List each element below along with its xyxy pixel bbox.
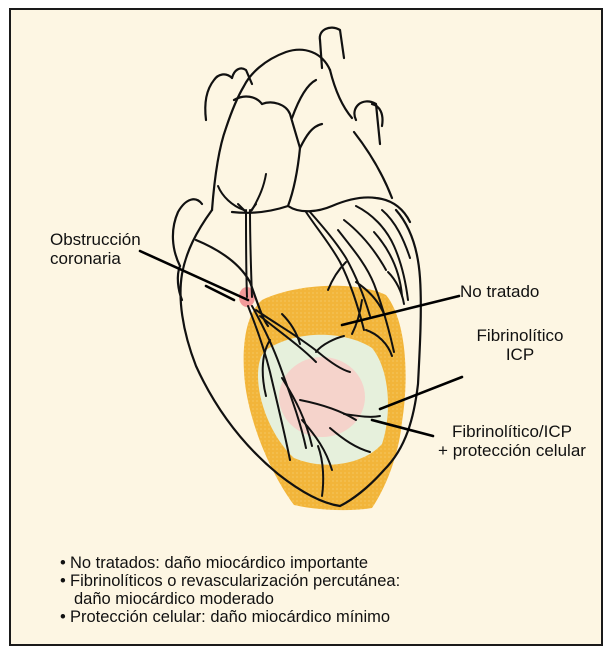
fibrinolytic-label-line2: ICP bbox=[460, 345, 580, 364]
list-item-continuation: daño miocárdico moderado bbox=[60, 590, 400, 608]
obstruction-label-line2: coronaria bbox=[50, 249, 141, 268]
fibrinolytic-label-line1: Fibrinolítico bbox=[460, 326, 580, 345]
protection-label-line1: Fibrinolítico/ICP bbox=[424, 422, 600, 441]
note-untreated: No tratados: daño miocárdico importante bbox=[70, 554, 368, 572]
list-item: • Fibrinolíticos o revascularización per… bbox=[60, 572, 400, 590]
bullet-mark: • bbox=[60, 554, 70, 572]
protection-label-line2: + protección celular bbox=[424, 441, 600, 460]
fibrinolytic-label: Fibrinolítico ICP bbox=[460, 326, 580, 364]
obstruction-label-line1: Obstrucción bbox=[50, 230, 141, 249]
list-item: • Protección celular: daño miocárdico mí… bbox=[60, 608, 400, 626]
note-protection: Protección celular: daño miocárdico míni… bbox=[70, 608, 390, 626]
untreated-label: No tratado bbox=[460, 282, 539, 301]
protection-label: Fibrinolítico/ICP + protección celular bbox=[424, 422, 600, 460]
obstruction-label: Obstrucción coronaria bbox=[50, 230, 141, 268]
note-revascularization-detail: daño miocárdico moderado bbox=[74, 590, 274, 608]
bullet-mark: • bbox=[60, 572, 70, 590]
notes-list: • No tratados: daño miocárdico important… bbox=[60, 554, 400, 626]
list-item: • No tratados: daño miocárdico important… bbox=[60, 554, 400, 572]
note-revascularization: Fibrinolíticos o revascularización percu… bbox=[70, 572, 400, 590]
bullet-mark: • bbox=[60, 608, 70, 626]
